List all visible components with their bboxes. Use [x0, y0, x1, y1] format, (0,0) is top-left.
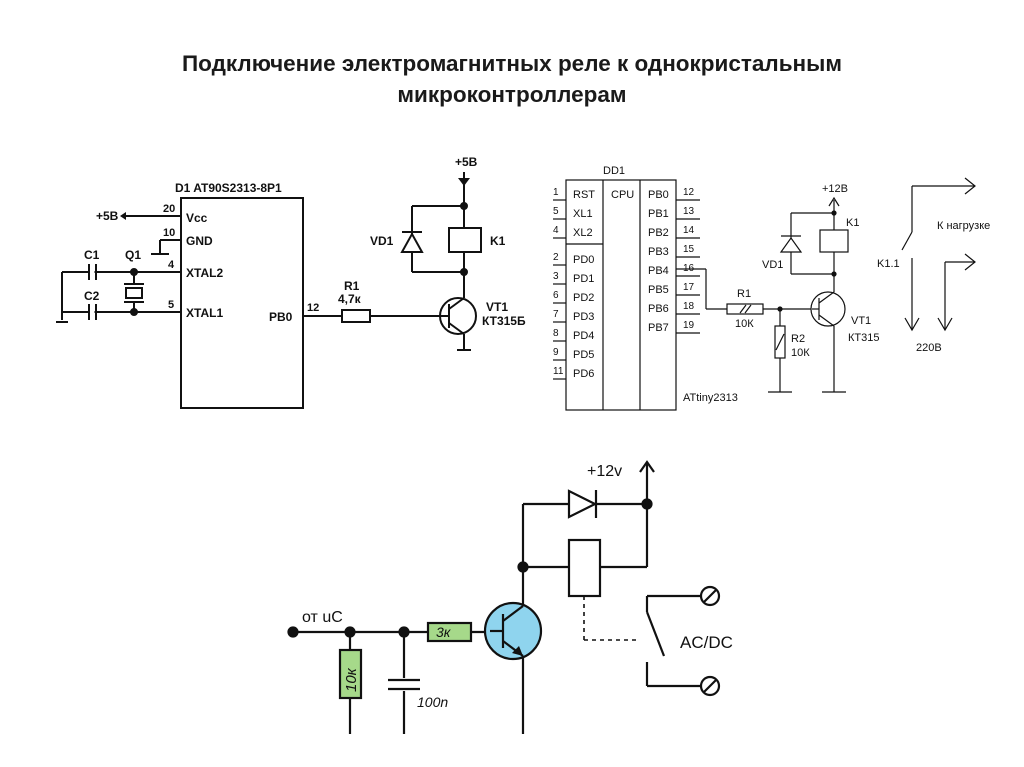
left-pin-num: 2: [553, 252, 559, 263]
left-pin-num: 7: [553, 309, 559, 320]
pin-vcc-num: 20: [163, 203, 175, 215]
schematic-2: [553, 177, 976, 411]
left-pin-pd1: PD1: [573, 273, 594, 285]
right-pin-num: 17: [683, 282, 695, 293]
ac-dc-label: AC/DC: [680, 633, 733, 652]
left-pin-xl2: XL2: [573, 227, 593, 239]
right-pin-num: 14: [683, 225, 695, 236]
k1-label: K1: [490, 234, 506, 248]
vd1-label-2: VD1: [762, 259, 783, 271]
left-pin-num: 5: [553, 206, 559, 217]
pin-xtal1: XTAL1: [186, 306, 223, 320]
left-pin-num: 8: [553, 328, 559, 339]
right-pin-num: 18: [683, 301, 695, 312]
title-line-1: Подключение электромагнитных реле к одно…: [182, 51, 842, 76]
title-line-2: микроконтроллерам: [397, 82, 627, 107]
right-pin-pb3: PB3: [648, 246, 669, 258]
left-pin-pd5: PD5: [573, 349, 594, 361]
vcc-supply-label: +5В: [96, 209, 119, 223]
pin-gnd-num: 10: [163, 227, 175, 239]
left-pin-num: 1: [553, 187, 559, 198]
load-label: К нагрузке: [937, 220, 990, 232]
r1-label: R1: [344, 279, 360, 293]
schematic-2-labels: DD1 CPU ATtiny2313 RST1XL15XL24PD02PD13P…: [553, 165, 990, 404]
right-pin-num: 12: [683, 187, 695, 198]
right-pin-pb5: PB5: [648, 284, 669, 296]
chip-d1-label: D1 AT90S2313-8P1: [175, 181, 282, 195]
slide-title: Подключение электромагнитных реле к одно…: [0, 48, 1024, 110]
k1-label-2: K1: [846, 217, 859, 229]
pin-xtal2: XTAL2: [186, 266, 223, 280]
vt1-type: КТ315Б: [482, 314, 526, 328]
capacitor-value: 100n: [417, 694, 448, 710]
right-pin-pb1: PB1: [648, 208, 669, 220]
mains-label: 220В: [916, 342, 942, 354]
left-pin-num: 11: [553, 366, 564, 377]
right-pin-pb4: PB4: [648, 265, 669, 277]
supply-12v-label: +12В: [822, 183, 848, 195]
q1-label: Q1: [125, 248, 141, 262]
left-pin-pd3: PD3: [573, 311, 594, 323]
right-pin-pb7: PB7: [648, 322, 669, 334]
right-pin-num: 13: [683, 206, 695, 217]
left-pin-pd2: PD2: [573, 292, 594, 304]
r2-value: 10К: [791, 347, 810, 359]
chip-d1: [180, 197, 304, 409]
r1-label-2: R1: [737, 288, 751, 300]
vt1-label: VT1: [486, 300, 508, 314]
left-pin-num: 6: [553, 290, 559, 301]
pin-xtal2-num: 4: [168, 259, 175, 271]
vt1-label-2: VT1: [851, 315, 871, 327]
vd1-label: VD1: [370, 234, 394, 248]
input-from-uc-label: от uC: [302, 609, 343, 626]
supply-12v-label-3: +12v: [587, 463, 622, 480]
left-pin-pd4: PD4: [573, 330, 594, 342]
right-pin-num: 19: [683, 320, 695, 331]
pin-gnd: GND: [186, 234, 213, 248]
pin-pb0-num: 12: [307, 302, 319, 314]
left-pin-num: 4: [553, 225, 559, 236]
r1-value: 4,7к: [338, 292, 362, 306]
right-pin-pb0: PB0: [648, 189, 669, 201]
right-pin-num: 15: [683, 244, 695, 255]
k11-label: K1.1: [877, 258, 900, 270]
schematic-1-labels: D1 AT90S2313-8P1 +5В 20 Vcc 10 GND 4 XTA…: [84, 155, 526, 328]
right-pin-pb6: PB6: [648, 303, 669, 315]
shunt-resistor-value: 10к: [343, 667, 360, 692]
left-pin-num: 9: [553, 347, 559, 358]
series-resistor-value: 3к: [436, 624, 452, 640]
vt1-type-2: КТ315: [848, 332, 879, 344]
right-pin-num: 16: [683, 263, 695, 274]
supply-5v-label: +5В: [455, 155, 478, 169]
cpu-label: CPU: [611, 189, 634, 201]
chip-dd1-label: DD1: [603, 165, 625, 177]
schematic-1: [56, 172, 482, 409]
chip-name: ATtiny2313: [683, 392, 738, 404]
left-pin-pd6: PD6: [573, 368, 594, 380]
r1-value-2: 10К: [735, 318, 754, 330]
c1-label: C1: [84, 248, 100, 262]
schematic-3: [287, 460, 721, 734]
r2-label: R2: [791, 333, 805, 345]
left-pin-rst: RST: [573, 189, 595, 201]
schematic-3-labels: +12v от uC 3к 10к 100n AC/DC: [302, 463, 733, 710]
left-pin-xl1: XL1: [573, 208, 593, 220]
pin-pb0: PB0: [269, 310, 293, 324]
right-pin-pb2: PB2: [648, 227, 669, 239]
pin-vcc: Vcc: [186, 211, 208, 225]
left-pin-num: 3: [553, 271, 559, 282]
pin-xtal1-num: 5: [168, 299, 174, 311]
left-pin-pd0: PD0: [573, 254, 594, 266]
c2-label: C2: [84, 289, 100, 303]
